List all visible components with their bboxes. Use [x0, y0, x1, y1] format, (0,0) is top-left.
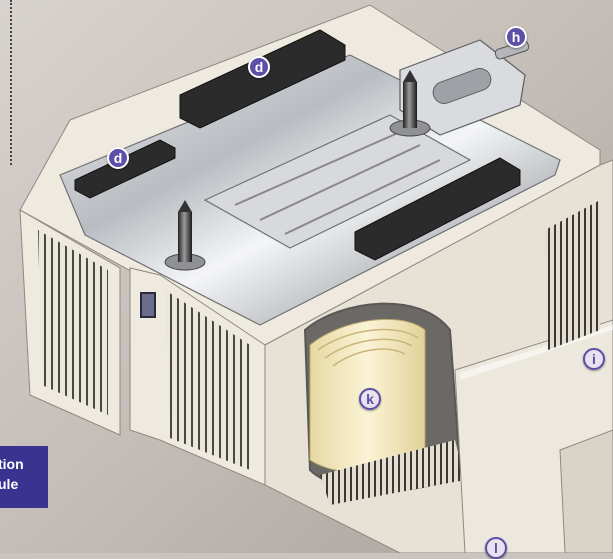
connector-rail-left [74, 139, 176, 199]
connector-rail-top [179, 29, 346, 129]
pin-left [164, 200, 206, 271]
callout-d-left[interactable]: d [107, 147, 129, 169]
label-line-2: ule [0, 476, 19, 492]
bottom-grille [320, 440, 465, 505]
callout-l[interactable]: l [485, 537, 507, 559]
module-label-box: tion ule [0, 446, 48, 508]
callout-d-top[interactable]: d [248, 56, 270, 78]
label-line-1: tion [0, 456, 24, 472]
callout-k[interactable]: k [359, 388, 381, 410]
dotted-leader-line [10, 0, 12, 165]
callout-i[interactable]: i [583, 348, 605, 370]
pin-right [389, 70, 431, 137]
callout-h[interactable]: h [505, 26, 527, 48]
connector-rail-right [354, 157, 521, 261]
